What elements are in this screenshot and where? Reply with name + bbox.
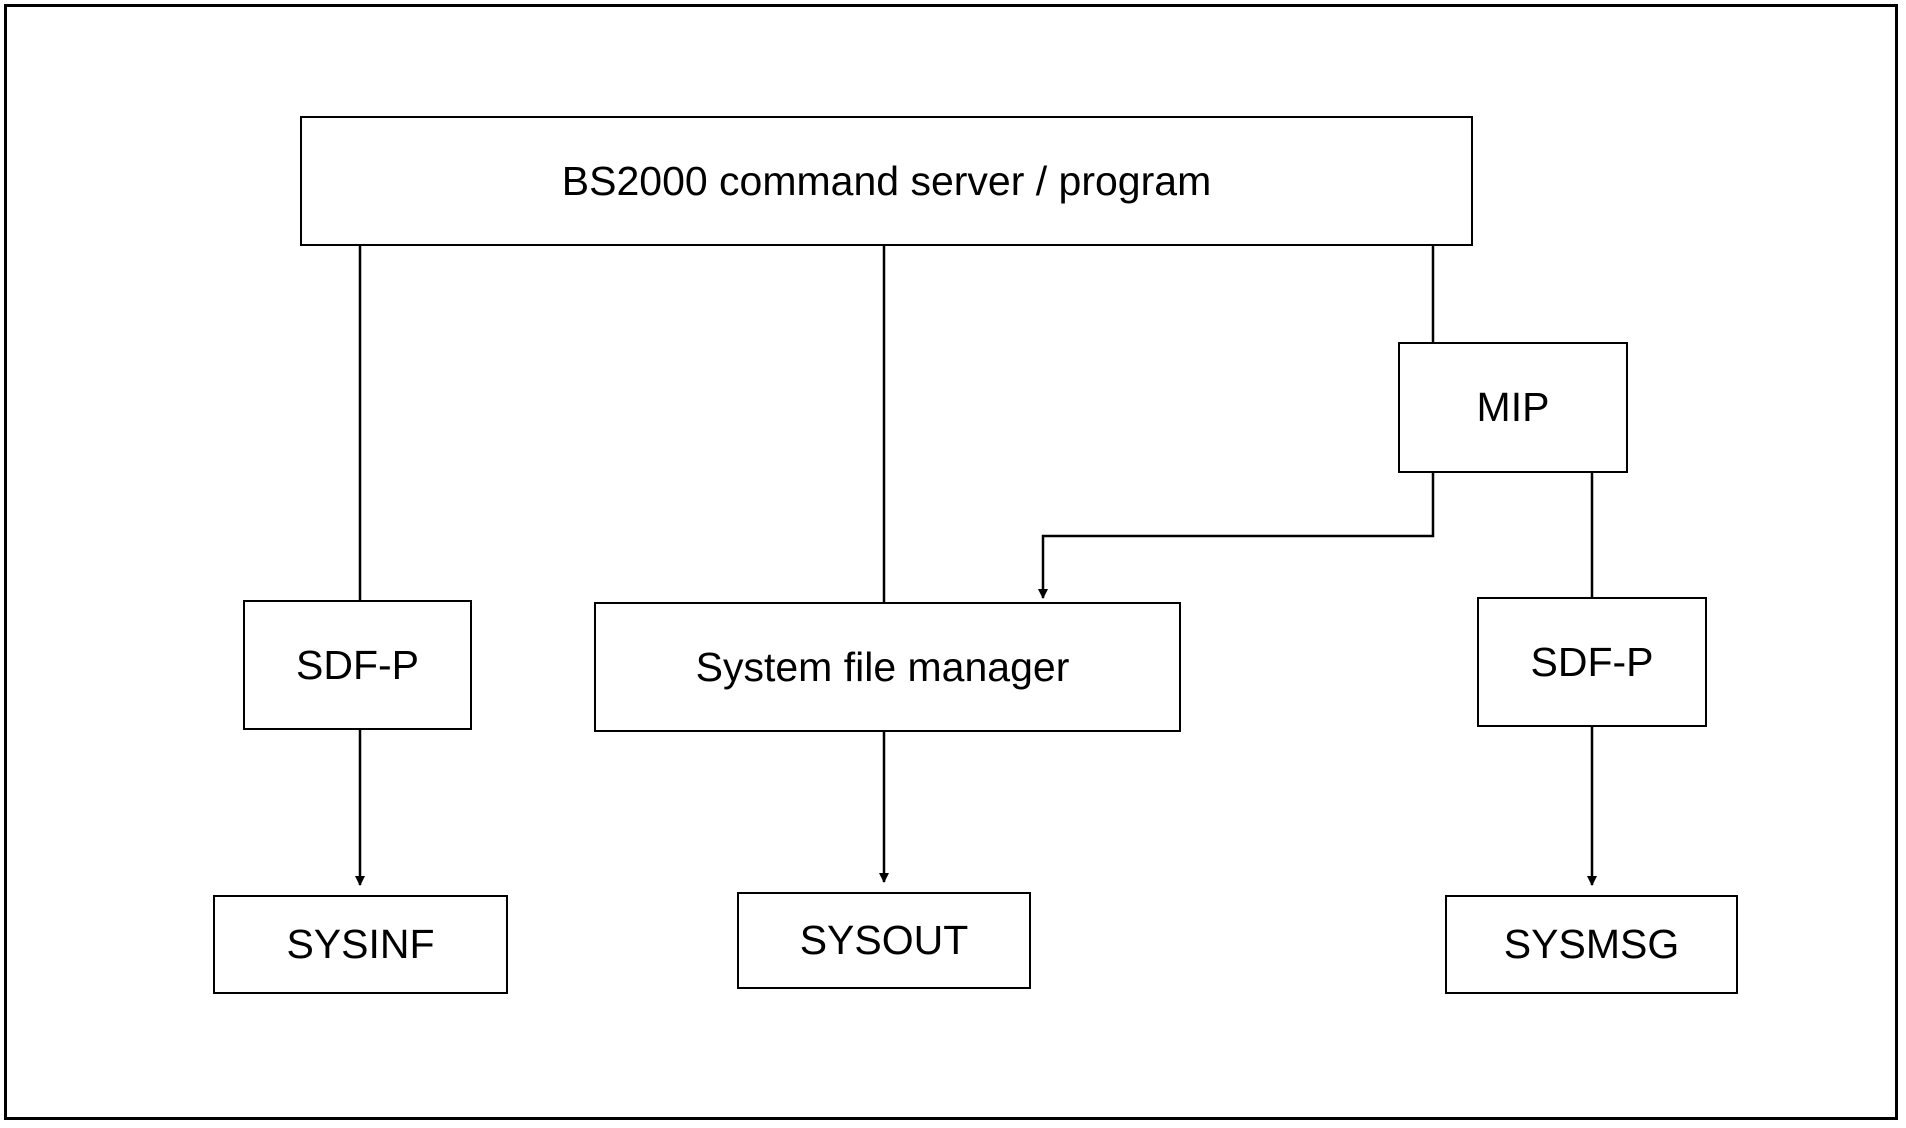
mip-node: MIP xyxy=(1398,342,1628,473)
sysinf-node: SYSINF xyxy=(213,895,508,994)
system-file-manager-node: System file manager xyxy=(594,602,1181,732)
sdfp-right-node: SDF-P xyxy=(1477,597,1707,727)
edge-mip-system-file-manager xyxy=(1038,473,1435,599)
sysmsg-node: SYSMSG xyxy=(1445,895,1738,994)
sysout-node: SYSOUT xyxy=(737,892,1031,989)
server-node: BS2000 command server / program xyxy=(300,116,1473,246)
sdfp-left-node: SDF-P xyxy=(243,600,472,730)
